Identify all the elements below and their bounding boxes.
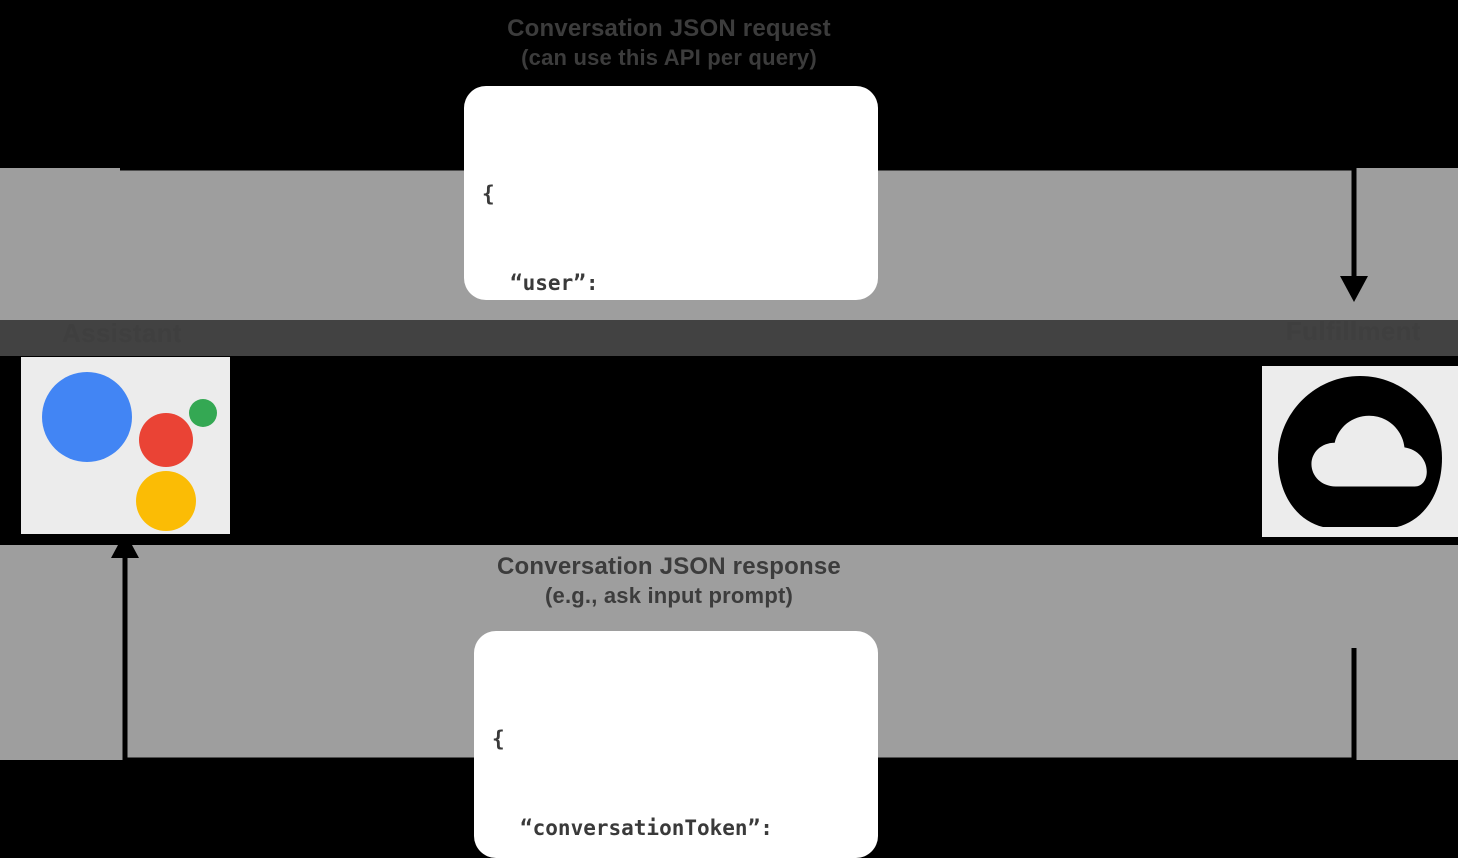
assistant-green-dot <box>189 399 217 427</box>
assistant-label: Assistant <box>62 318 182 348</box>
request-json-key-user: “user”: <box>510 271 599 296</box>
response-title-line2: (e.g., ask input prompt) <box>544 583 794 608</box>
assistant-red-dot <box>139 413 193 467</box>
response-json-card: { “conversationToken”: “userStorage”: … … <box>474 631 878 858</box>
fulfillment-label: Fulfillment <box>1286 316 1421 346</box>
response-json-key-conversationtoken: “conversationToken”: <box>520 816 773 841</box>
response-title-line1: Conversation JSON response <box>497 553 841 580</box>
cloud-functions-icon[interactable] <box>1262 366 1458 537</box>
request-title-block: Conversation JSON request (can use this … <box>429 14 909 72</box>
assistant-blue-dot <box>42 372 132 462</box>
request-json-card: { “user”: “device”: … } <box>464 86 878 300</box>
request-title-line2: (can use this API per query) <box>521 45 817 70</box>
response-title-block: Conversation JSON response (e.g., ask in… <box>429 552 909 610</box>
google-assistant-icon[interactable] <box>21 357 230 534</box>
cloud-glyph <box>1311 415 1427 487</box>
request-json-open: { <box>482 181 495 206</box>
request-title-line1: Conversation JSON request <box>507 15 831 42</box>
response-json-open: { <box>492 726 505 751</box>
assistant-yellow-dot <box>136 471 196 531</box>
center-dark-band <box>0 320 1458 356</box>
